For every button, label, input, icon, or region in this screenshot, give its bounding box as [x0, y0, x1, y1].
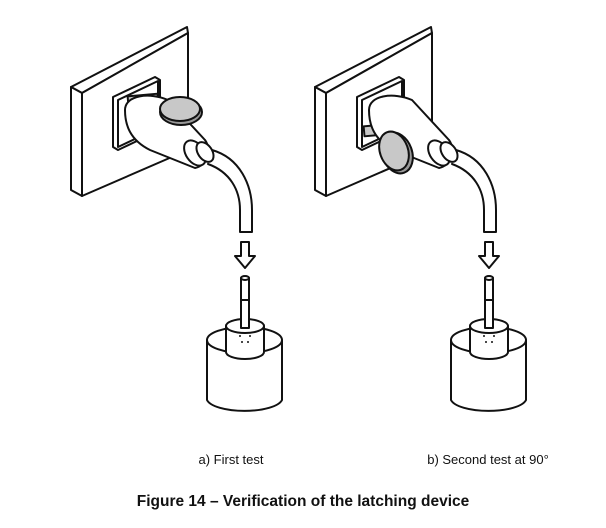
caption-second-test: b) Second test at 90° — [427, 452, 549, 467]
figure-b-second-test-90 — [314, 26, 527, 412]
figure-a-first-test — [70, 26, 283, 412]
latch-disc — [159, 96, 201, 122]
caption-first-test: a) First test — [198, 452, 264, 467]
figure-title: Figure 14 – Verification of the latching… — [136, 493, 470, 510]
latch-disc — [378, 130, 410, 172]
